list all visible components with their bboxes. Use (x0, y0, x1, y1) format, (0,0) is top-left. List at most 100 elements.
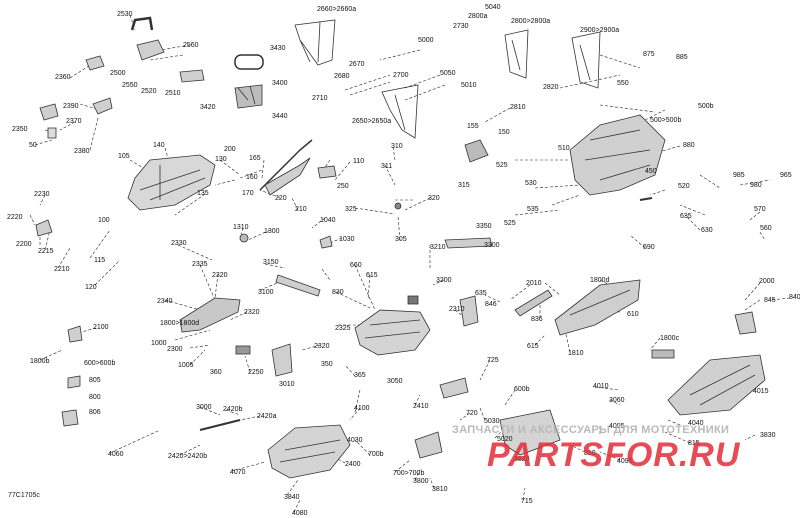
part-label: 590 (643, 244, 655, 251)
part-label: 315 (458, 182, 470, 189)
leader-line (404, 74, 441, 89)
part-label: 2550 (122, 82, 138, 89)
part-label: 700>700b (393, 470, 425, 477)
part-label: 2400 (345, 461, 361, 468)
part-label: 2410 (413, 403, 429, 410)
latch-part (179, 69, 205, 83)
part-label: 4005 (609, 423, 625, 430)
part-label: 3810 (432, 486, 448, 493)
part-label: 170 (242, 190, 254, 197)
part-label: 2500 (110, 70, 126, 77)
part-label: 2215 (38, 248, 54, 255)
part-label: 4090 (617, 458, 633, 465)
leader-line (392, 146, 396, 161)
leader-line (367, 274, 371, 301)
part-label: 2320 (244, 309, 260, 316)
part-label: 2330 (171, 240, 187, 247)
leader-line (699, 174, 721, 189)
part-label: 2320 (212, 272, 228, 279)
leader-line (239, 415, 261, 421)
part-label: 2820 (543, 84, 559, 91)
leader-line (225, 409, 241, 416)
part-label: 965 (780, 172, 792, 179)
part-label: 2810 (510, 104, 526, 111)
leader-line (667, 419, 681, 426)
part-label: 2700 (393, 72, 409, 79)
part-label: 3350 (476, 223, 492, 230)
leader-line (609, 399, 621, 406)
part-label: 250 (337, 183, 349, 190)
part-label: 3420 (200, 104, 216, 111)
part-label: 2360 (55, 74, 71, 81)
drawing-code: 77C1705c (8, 492, 40, 499)
part-label: 2220 (7, 214, 23, 221)
leader-line (34, 139, 53, 146)
part-label: 1040 (320, 217, 336, 224)
bracket-3800 (414, 431, 443, 459)
leader-line (354, 439, 371, 456)
leader-line (94, 259, 121, 286)
part-label: 600b (514, 386, 530, 393)
part-label: 510 (558, 145, 570, 152)
part-label: 560 (760, 225, 772, 232)
leader-line (459, 412, 471, 421)
part-label: 500>500b (650, 117, 682, 124)
part-label: 2560 (183, 42, 199, 49)
part-label: 525 (504, 220, 516, 227)
part-label: 360 (210, 369, 222, 376)
part-label: 1310 (233, 224, 249, 231)
leader-line (594, 386, 621, 391)
leader-line (514, 209, 561, 216)
part-label: 4040 (688, 420, 704, 427)
part-label: 2250 (248, 369, 264, 376)
bracket-840 (734, 311, 757, 335)
part-label: 660 (350, 262, 362, 269)
clip-3000 (61, 409, 79, 427)
leader-line (744, 282, 761, 301)
leader-line (149, 54, 184, 61)
part-label: 3010 (279, 381, 295, 388)
part-label: 550 (617, 80, 629, 87)
part-label: 2800a (468, 13, 488, 20)
part-label: 805 (89, 377, 101, 384)
part-label: 815 (688, 440, 700, 447)
part-label: 530 (525, 180, 537, 187)
long-panel-1800 (554, 279, 641, 336)
part-label: 535 (527, 206, 539, 213)
part-label: 4080 (292, 510, 308, 517)
part-label: 2100 (93, 324, 109, 331)
small-bracket-2200 (35, 219, 53, 237)
rail-2000 (514, 289, 553, 317)
leader-line (109, 429, 161, 454)
pin-part (639, 197, 653, 201)
leader-line (189, 349, 206, 366)
dash-panel (127, 154, 216, 211)
part-label: 2520 (141, 88, 157, 95)
part-label: 1030 (339, 236, 355, 243)
part-label: 2310 (449, 306, 465, 313)
part-label: 2350 (12, 126, 28, 133)
leader-line (214, 273, 219, 299)
storage-tray (136, 39, 165, 61)
seat-frame-b (571, 31, 601, 89)
leader-line (214, 179, 236, 186)
part-label: 635 (680, 213, 692, 220)
part-label: 700b (368, 451, 384, 458)
leader-line (569, 444, 586, 453)
part-label: 2420>2420b (168, 453, 208, 460)
seal-ring (234, 54, 264, 70)
part-label: 3440 (272, 113, 288, 120)
part-label: 305 (395, 236, 407, 243)
leader-line (504, 389, 516, 406)
leader-line (231, 461, 266, 472)
part-label: 845 (764, 297, 776, 304)
part-label: 5000 (418, 37, 434, 44)
leader-line (29, 214, 36, 226)
part-label: 2010 (526, 280, 542, 287)
side-panel-2300 (179, 297, 241, 333)
part-label: 2710 (312, 95, 328, 102)
part-label: 630 (701, 227, 713, 234)
leader-line (599, 54, 641, 69)
part-label: 4015 (753, 388, 769, 395)
part-label: 880 (683, 142, 695, 149)
